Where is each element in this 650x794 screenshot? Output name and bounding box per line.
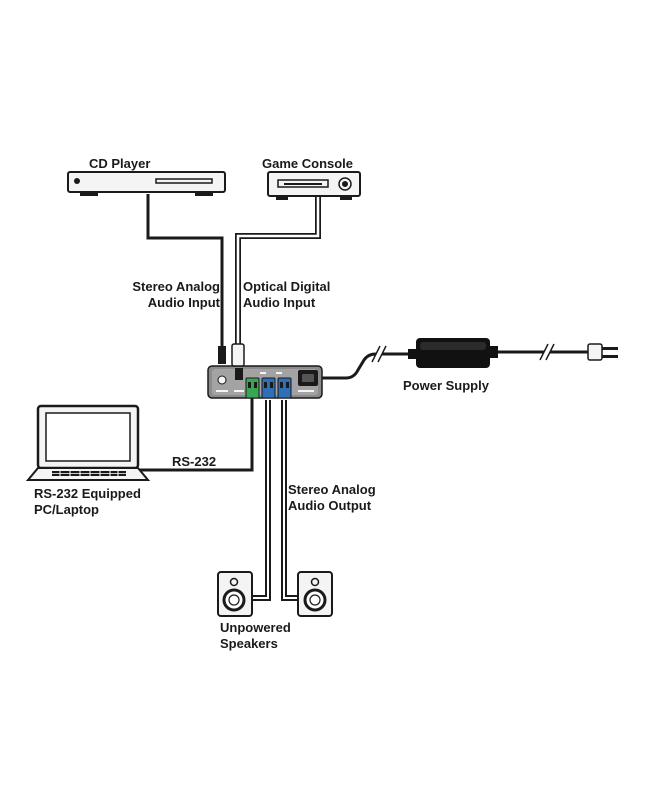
stereo-analog-input-label-line1: Stereo Analog	[132, 279, 220, 294]
audio-unit	[207, 343, 323, 399]
stereo-analog-output-label-line1: Stereo Analog	[288, 482, 376, 497]
laptop	[25, 404, 151, 481]
stereo-analog-input-label-line2: Audio Input	[148, 295, 221, 310]
optical-input-jack	[231, 343, 245, 367]
speakers-label-line1: Unpowered	[220, 620, 291, 635]
speaker-terminal-right	[277, 377, 292, 399]
cd-player-label: CD Player	[89, 156, 150, 171]
game-console-label: Game Console	[262, 156, 353, 171]
cable-optical-digital-input	[235, 196, 321, 346]
cd-player	[67, 171, 226, 196]
speaker-right	[297, 571, 333, 617]
optical-digital-input-label-line1: Optical Digital	[243, 279, 330, 294]
rs232-label: RS-232	[172, 454, 216, 469]
power-supply	[408, 338, 498, 368]
analog-input-jack	[218, 346, 226, 364]
cable-stereo-analog-input	[146, 194, 224, 348]
rs232-terminal	[245, 377, 260, 399]
ac-plug-icon	[587, 343, 618, 361]
stereo-analog-output-label-line2: Audio Output	[288, 498, 372, 513]
game-console	[267, 171, 361, 200]
laptop-label-line1: RS-232 Equipped	[34, 486, 141, 501]
cable-power-dc	[316, 352, 416, 380]
cable-speaker-left	[244, 400, 271, 601]
optical-digital-input-label-line2: Audio Input	[243, 295, 316, 310]
cable-rs232	[140, 398, 254, 472]
speaker-terminal-left	[261, 377, 276, 399]
speakers-label-line2: Speakers	[220, 636, 278, 651]
power-supply-label: Power Supply	[403, 378, 490, 393]
speaker-left	[217, 571, 253, 617]
laptop-label-line2: PC/Laptop	[34, 502, 99, 517]
